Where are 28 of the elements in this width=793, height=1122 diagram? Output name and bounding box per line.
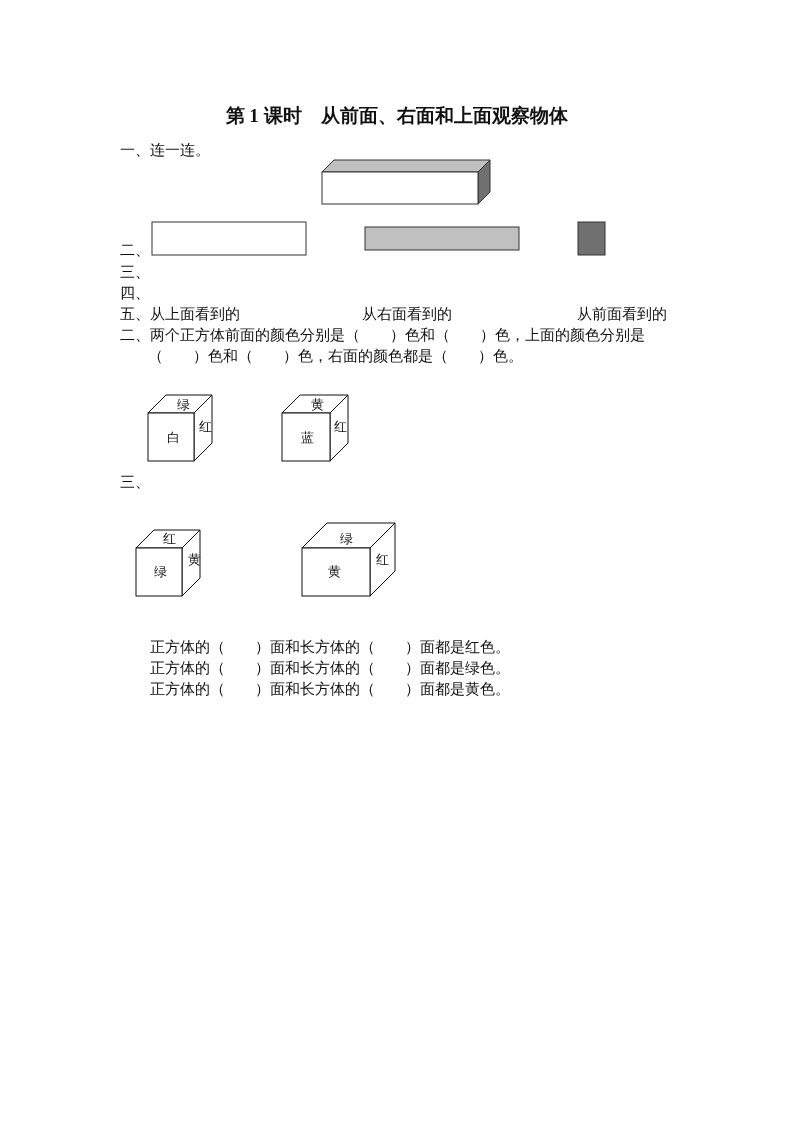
fill-in-sentence: 正方体的（ ）面和长方体的（ ）面都是绿色。	[150, 659, 510, 678]
question-text: 二、两个正方体前面的颜色分别是（ ）色和（ ）色，上面的颜色分别是（ ）色和（ ）色，右面的颜色都是（ ）色。	[120, 326, 646, 366]
question-number: 二、	[120, 241, 150, 260]
face-label: 绿	[153, 565, 167, 579]
side-view-rectangle	[364, 226, 520, 251]
face-label: 红	[375, 553, 389, 567]
question-number: 四、	[120, 284, 150, 303]
face-label: 白	[166, 431, 180, 445]
front-view-square	[577, 221, 606, 256]
fill-in-sentence: 正方体的（ ）面和长方体的（ ）面都是红色。	[150, 638, 510, 657]
face-label: 绿	[176, 398, 190, 412]
face-label: 黄	[187, 553, 201, 567]
face-label: 黄	[310, 398, 324, 412]
view-caption: 从前面看到的	[577, 305, 667, 324]
face-label: 红	[162, 532, 176, 546]
face-label: 蓝	[300, 431, 314, 445]
question-number: 三、	[120, 473, 150, 492]
face-label: 黄	[327, 565, 341, 579]
view-caption: 从右面看到的	[362, 305, 452, 324]
worksheet-title: 第 1 课时 从前面、右面和上面观察物体	[224, 104, 569, 128]
question-number: 三、	[120, 263, 150, 282]
face-label: 红	[198, 420, 212, 434]
fill-in-sentence: 正方体的（ ）面和长方体的（ ）面都是黄色。	[150, 680, 510, 699]
face-label: 绿	[339, 532, 353, 546]
top-view-rectangle	[151, 221, 307, 256]
view-caption: 五、从上面看到的	[120, 305, 240, 324]
face-label: 红	[333, 420, 347, 434]
question-heading: 一、连一连。	[120, 141, 210, 160]
